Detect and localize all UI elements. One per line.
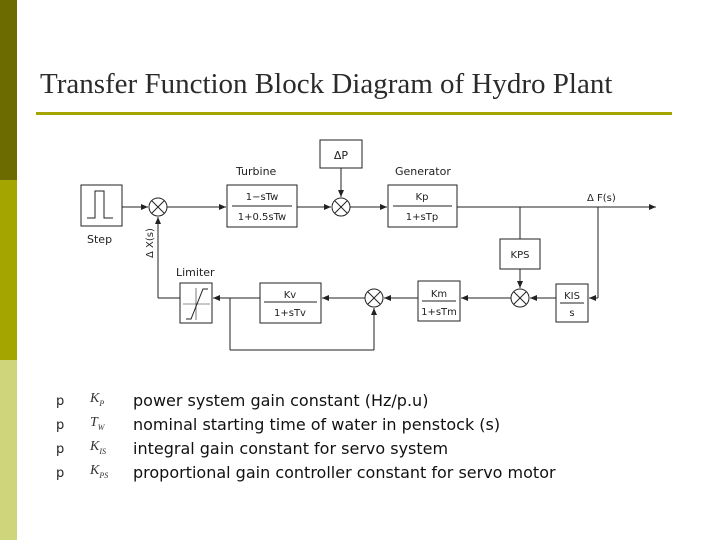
step-icon <box>87 190 113 219</box>
generator-block <box>387 184 458 228</box>
slide-title: Transfer Function Block Diagram of Hydro… <box>40 68 613 100</box>
block-diagram: Turbine Generator Step Limiter Δ F(s) Δ … <box>80 139 656 351</box>
turbine-denominator: 1+0.5sTw <box>238 212 287 223</box>
accent-bar-bottom <box>0 360 17 540</box>
step-block <box>80 184 123 227</box>
kv-numerator: Kv <box>284 290 297 301</box>
kis-numerator: KIS <box>564 291 580 302</box>
summing-junction-load <box>331 197 351 217</box>
summing-junction-servo <box>510 288 530 308</box>
turbine-numerator: 1−sTw <box>246 192 279 203</box>
kis-denominator: s <box>569 308 574 319</box>
generator-denominator: 1+sTp <box>406 212 438 223</box>
symbol-kis: KIS <box>90 439 107 456</box>
definition-text: power system gain constant (Hz/p.u) <box>133 391 429 410</box>
kv-block <box>259 282 322 324</box>
symbol-kp: KP <box>90 391 105 408</box>
bullet-icon: p <box>56 466 65 481</box>
title-underline <box>36 112 672 115</box>
kv-denominator: 1+sTv <box>274 308 306 319</box>
km-numerator: Km <box>431 289 447 300</box>
km-denominator: 1+sTm <box>421 307 457 318</box>
symbol-kps: KPS <box>90 463 109 480</box>
bullet-icon: p <box>56 394 65 409</box>
definition-text: nominal starting time of water in pensto… <box>133 415 501 434</box>
accent-bar-middle <box>0 180 17 360</box>
delta-x-label: Δ X(s) <box>145 228 156 258</box>
limiter-block <box>179 282 213 324</box>
symbol-tw: TW <box>90 415 105 432</box>
bullet-icon: p <box>56 442 65 457</box>
km-block <box>417 280 461 322</box>
turbine-label: Turbine <box>235 165 277 178</box>
turbine-block <box>226 184 298 228</box>
generator-numerator: Kp <box>416 192 429 203</box>
kis-block <box>555 283 589 323</box>
definition-text: integral gain constant for servo system <box>133 439 449 458</box>
generator-label: Generator <box>395 165 451 178</box>
step-label: Step <box>87 233 112 246</box>
summing-junction-gate <box>364 288 384 308</box>
limiter-label: Limiter <box>176 266 215 279</box>
definition-text: proportional gain controller constant fo… <box>133 463 556 482</box>
delta-p-text: ΔP <box>334 149 349 162</box>
delta-f-label: Δ F(s) <box>587 193 616 204</box>
kps-text: KPS <box>511 250 530 261</box>
accent-bar-top <box>0 0 17 180</box>
summing-junction-turbine <box>148 197 168 217</box>
bullet-icon: p <box>56 418 65 433</box>
